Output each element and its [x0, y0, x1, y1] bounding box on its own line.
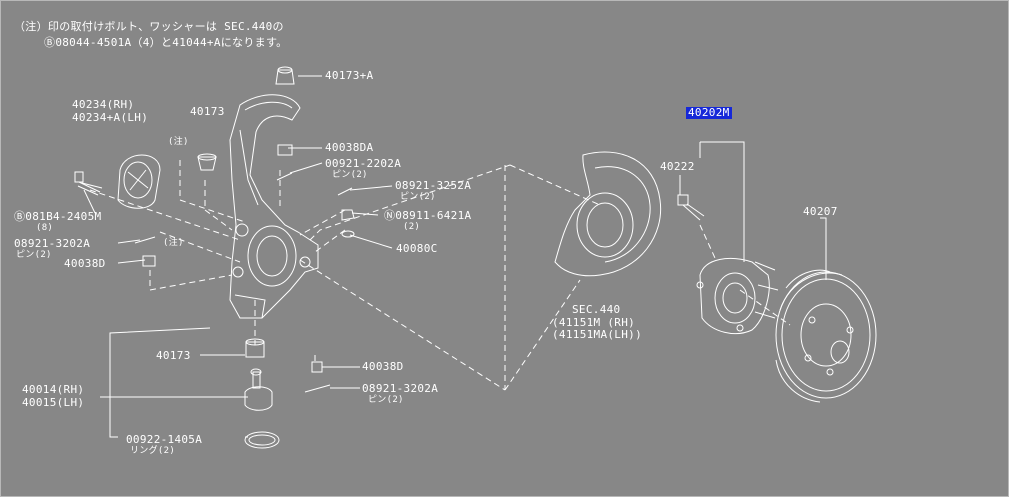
- part-40202M-selected[interactable]: 40202M: [686, 106, 732, 119]
- bushing-40173: [197, 153, 217, 171]
- bushing-lower: [245, 338, 265, 358]
- note-marker-1: (注): [168, 137, 189, 147]
- assembly-guides: [89, 160, 791, 391]
- back-plate: [554, 151, 662, 277]
- part-40038D-lower[interactable]: 40038D: [362, 360, 404, 373]
- part-08921-3202A-upper-pin: ピン(2): [16, 250, 52, 260]
- part-40038D-upper[interactable]: 40038D: [64, 257, 106, 270]
- part-08911-qty: (2): [403, 222, 421, 232]
- section-440-ref[interactable]: SEC.440: [572, 303, 621, 316]
- note-line-2: Ⓑ08044-4501A（4）と41044+Aになります。: [44, 37, 287, 49]
- snap-ring: [244, 431, 280, 449]
- ball-joint: [244, 368, 273, 411]
- part-08921-3202A-lower[interactable]: 08921-3202A: [362, 382, 439, 395]
- part-40014-rh[interactable]: 40014(RH): [22, 383, 85, 396]
- dust-seal: [117, 154, 161, 209]
- note-line-1: （注）印の取付けボルト、ワッシャーは SEC.440の: [14, 20, 284, 33]
- part-08921-3252A[interactable]: 08921-3252A: [395, 179, 472, 192]
- part-08911-6421A[interactable]: Ⓝ08911-6421A: [384, 209, 472, 222]
- bushing-top: [275, 66, 295, 85]
- brake-rotor: [775, 269, 877, 403]
- hub-assembly: [696, 257, 779, 334]
- section-41151MA[interactable]: (41151MA(LH)): [552, 328, 642, 341]
- part-40015-lh[interactable]: 40015(LH): [22, 396, 85, 409]
- part-00922-1405A[interactable]: 00922-1405A: [126, 433, 203, 446]
- section-41151M[interactable]: (41151M (RH): [552, 316, 636, 329]
- steering-knuckle: [229, 94, 319, 319]
- part-40173-upper[interactable]: 40173: [190, 105, 225, 118]
- part-40222[interactable]: 40222: [660, 160, 695, 173]
- part-08921-3202A-upper[interactable]: 08921-3202A: [14, 237, 91, 250]
- nut-40038DA: [277, 144, 293, 156]
- part-00921-pin: ピン(2): [332, 170, 368, 180]
- part-00922-ring: リング(2): [130, 446, 176, 456]
- note-line-2-text: 08044-4501A（4）と41044+Aになります。: [55, 36, 288, 49]
- small-hardware: [134, 172, 355, 393]
- part-08921-3202A-lower-pin: ピン(2): [368, 395, 404, 405]
- bolt-40222: [677, 194, 705, 221]
- part-081B4-2405M[interactable]: Ⓑ081B4-2405M: [14, 210, 102, 223]
- leader-lines: [83, 75, 827, 438]
- part-08921-3252A-pin: ピン(2): [400, 192, 436, 202]
- part-40234-rh[interactable]: 40234(RH): [72, 98, 135, 111]
- bolt-081B4: [74, 171, 103, 196]
- note-marker-2: (注): [163, 238, 184, 248]
- part-40173A[interactable]: 40173+A: [325, 69, 374, 82]
- circled-b-marker: Ⓑ: [44, 36, 56, 49]
- part-40234-lh[interactable]: 40234+A(LH): [72, 111, 149, 124]
- part-00921-2202A[interactable]: 00921-2202A: [325, 157, 402, 170]
- part-40207[interactable]: 40207: [803, 205, 838, 218]
- part-40173-lower[interactable]: 40173: [156, 349, 191, 362]
- part-40080C[interactable]: 40080C: [396, 242, 438, 255]
- part-081B4-qty: (8): [36, 223, 54, 233]
- part-40038DA[interactable]: 40038DA: [325, 141, 374, 154]
